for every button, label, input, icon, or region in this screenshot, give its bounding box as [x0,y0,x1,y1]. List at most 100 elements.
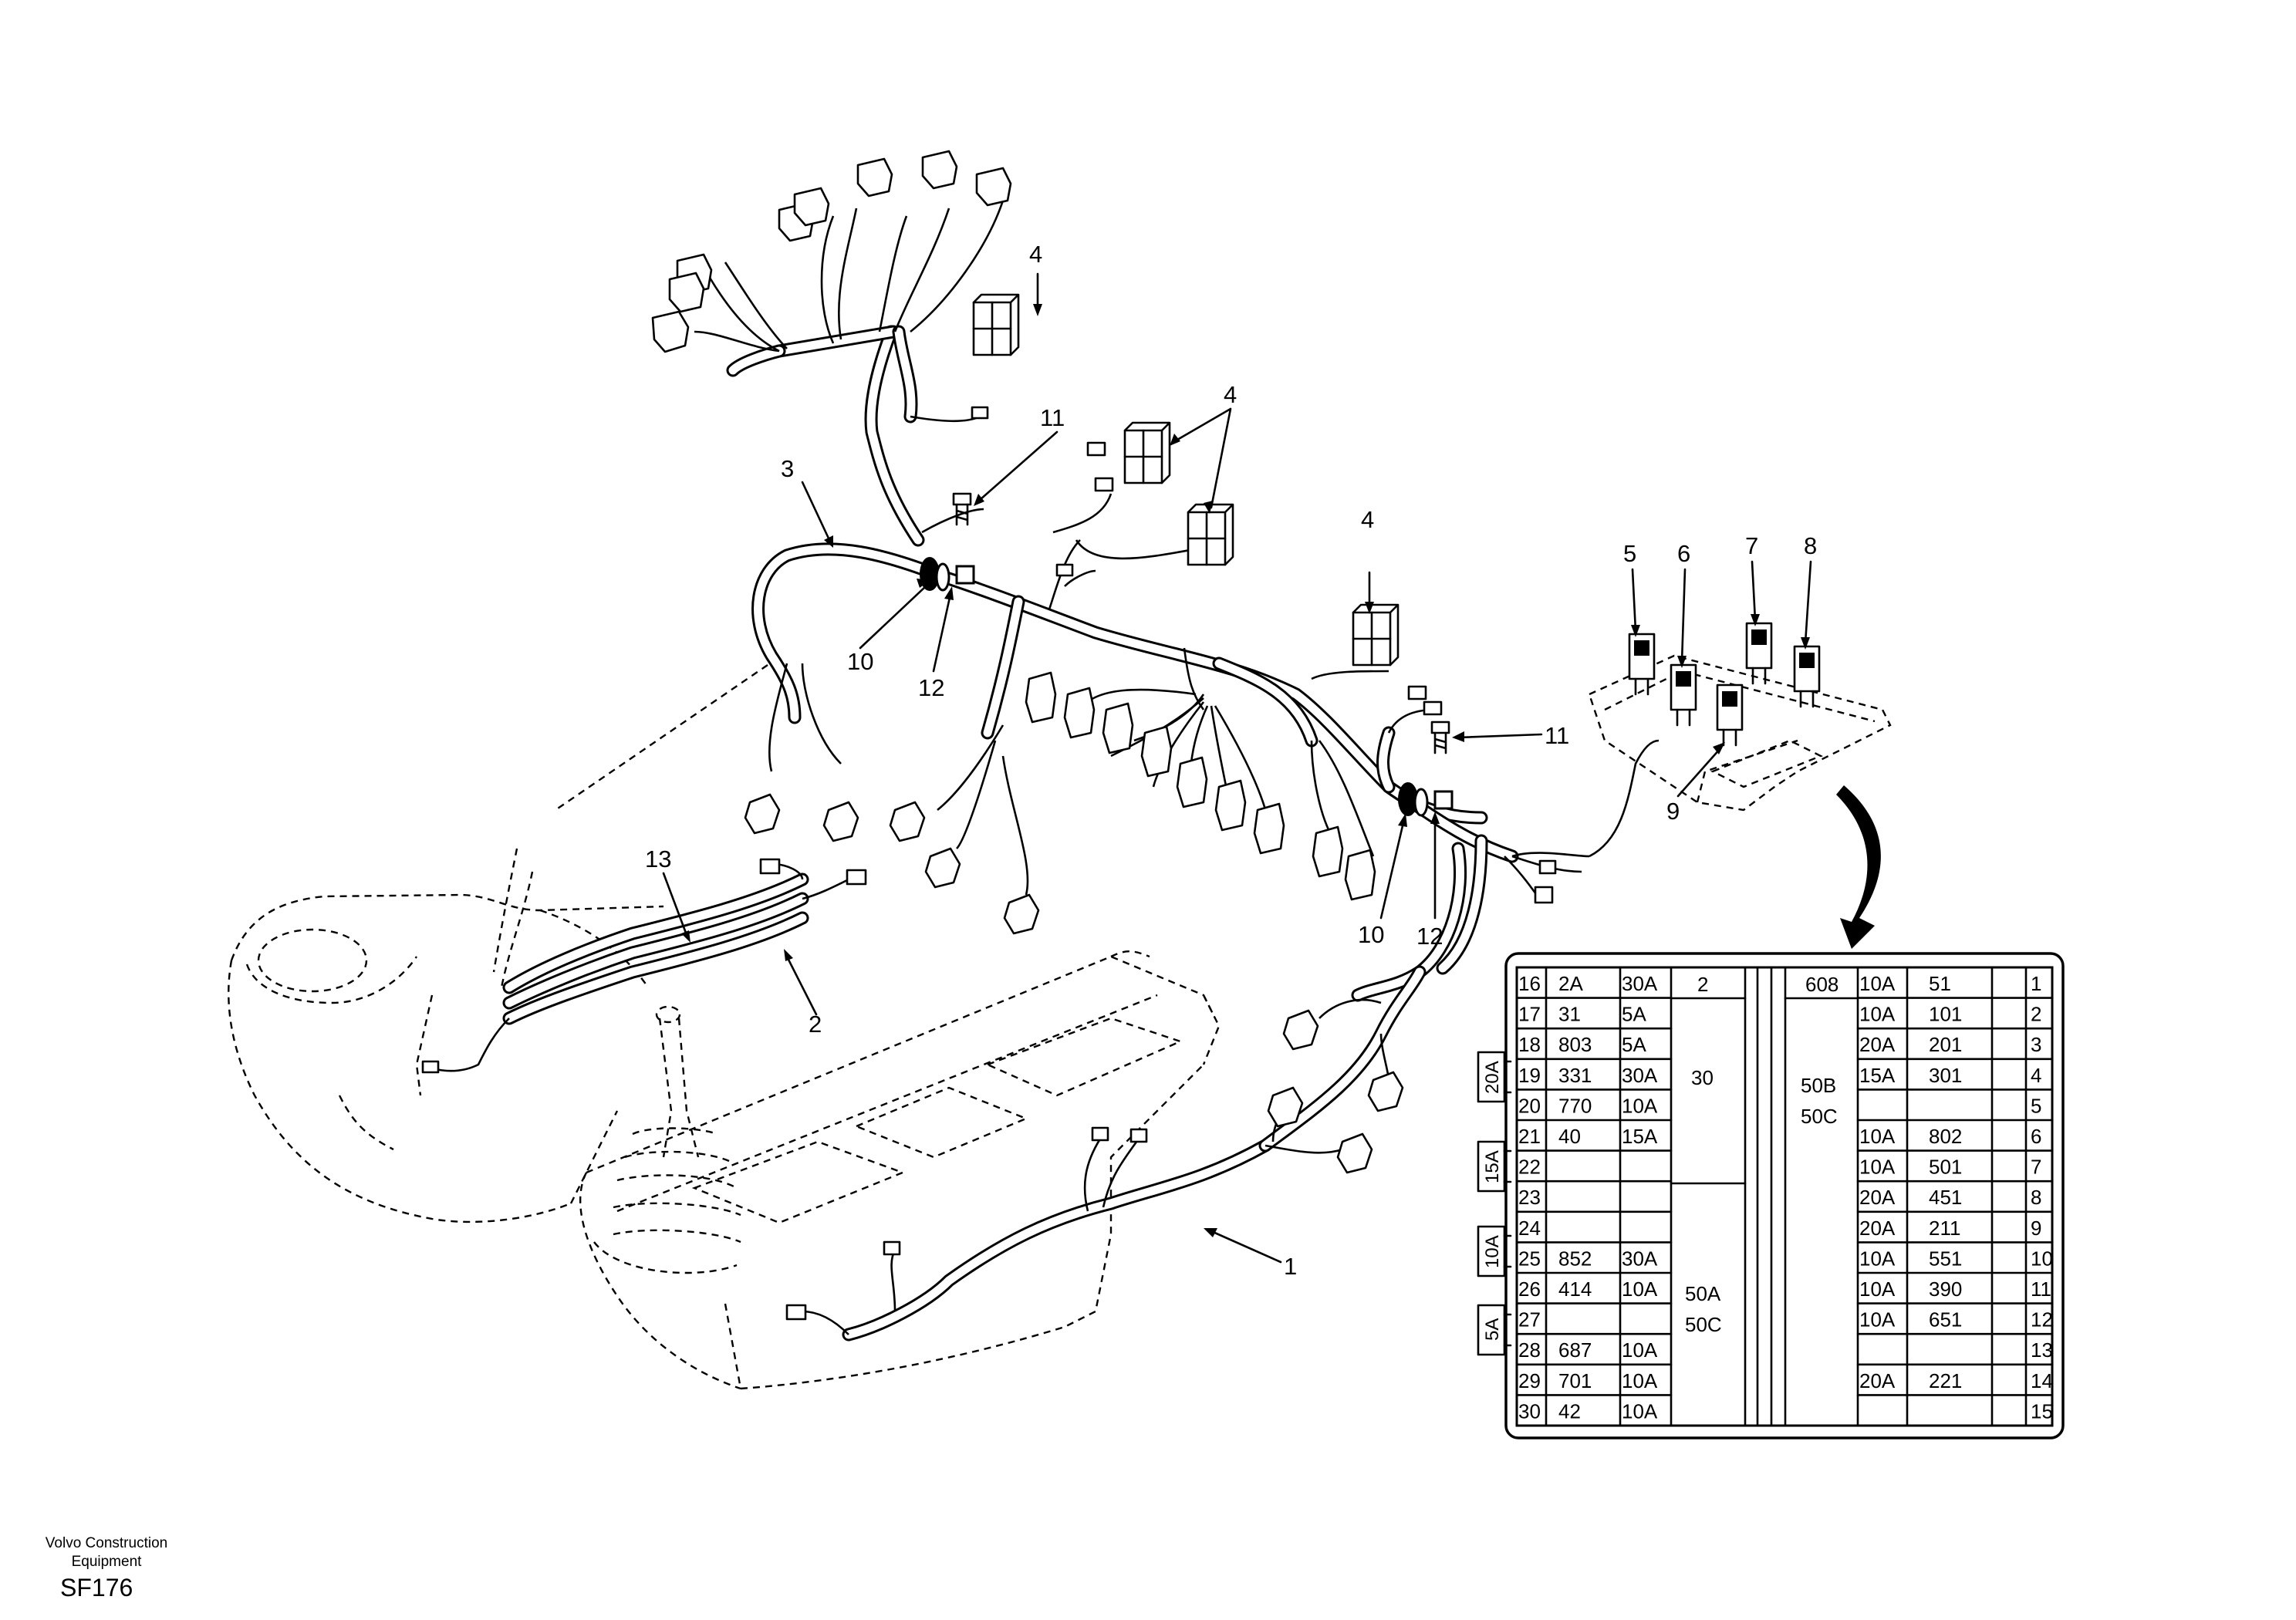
fuse-left-code: 10A [1622,1369,1658,1392]
fuse-right-no: 15 [2031,1399,2053,1423]
company-logo: Volvo Construction Equipment [14,1534,199,1571]
fuse-left-no: 26 [1518,1277,1541,1301]
fuse-left-no: 22 [1518,1156,1541,1179]
fuse-right-amp: 10A [1859,1156,1896,1179]
company-name-line2: Equipment [71,1554,142,1570]
fuse-right-amp: 10A [1859,1125,1896,1148]
joystick [593,1005,741,1274]
fuse-left-no: 30 [1518,1399,1541,1423]
fuse-left-amp: 40 [1558,1125,1581,1148]
fuse-left-code: 15A [1622,1125,1658,1148]
spare-fuse-1: 20A [1482,1061,1503,1094]
callout-8: 8 [1804,532,1817,559]
fuse-left-code: 5A [1622,1003,1646,1026]
fuse-left-no: 29 [1518,1369,1541,1392]
relay-mid-2 [1187,503,1234,566]
fuse-right-no: 7 [2031,1156,2041,1179]
fuse-right-no: 2 [2031,1003,2041,1026]
fuse-left-no: 19 [1518,1064,1541,1087]
fuse-center-top: 2 [1697,973,1708,996]
relay-right [1352,603,1400,667]
fuse-left-code: 30A [1622,1247,1658,1270]
fuse-left-code: 30A [1622,1064,1658,1087]
fuse-table-center: 2 30 50A 50C 608 50B 50C [1670,966,1859,1427]
fuse-right-code: 51 [1929,972,1951,995]
callout-12-lower: 12 [1416,923,1443,950]
fuse-left-code: 30A [1622,972,1658,995]
fuse-left-code: 10A [1622,1338,1658,1362]
callout-2: 2 [809,1011,822,1038]
fuse-left-no: 23 [1518,1186,1541,1209]
fuse-right-amp: 10A [1859,1277,1896,1301]
fuse-box-outline [1588,654,1892,812]
fuse-right-amp: 20A [1859,1186,1896,1209]
callout-7: 7 [1745,532,1758,559]
fuse-box-arrow-icon [1836,785,1881,949]
console-outline-right [579,950,1221,1390]
fuse-left-amp: 803 [1558,1033,1592,1056]
spare-fuse-4: 5A [1482,1318,1503,1341]
fuse-left-amp: 42 [1558,1399,1581,1423]
callout-10-upper: 10 [847,648,873,675]
callout-4-mid: 4 [1224,381,1237,408]
fuses-5-9 [1628,622,1821,747]
fuse-right-block-label-1: 50B [1801,1074,1836,1097]
fuse-right-no: 6 [2031,1125,2041,1148]
fuse-center-lower-1: 50A [1685,1282,1721,1305]
fuse-right-no: 14 [2031,1369,2053,1392]
spare-fuses: 20A 15A 10A 5A [1477,1051,1512,1356]
fuse-left-amp: 701 [1558,1369,1592,1392]
fuse-left-no: 28 [1518,1338,1541,1362]
fuse-left-code: 10A [1622,1399,1658,1423]
callout-4-top: 4 [1029,241,1042,268]
fuse-right-block-label-2: 50C [1801,1105,1838,1128]
arrowheads [681,304,1810,1237]
callout-5: 5 [1623,540,1636,567]
fuse-right-no: 10 [2031,1247,2053,1270]
bolt-upper [952,492,972,526]
fuse-left-code: 10A [1622,1277,1658,1301]
fuse-left-no: 16 [1518,972,1541,995]
fuse-right-code: 211 [1929,1217,1960,1240]
fuse-left-amp: 414 [1558,1277,1592,1301]
fuse-left-code: 10A [1622,1094,1658,1117]
fuse-right-amp: 20A [1859,1369,1896,1392]
upper-bundle-wires [694,200,1660,903]
upper-connectors [651,150,1012,353]
fuse-left-no: 20 [1518,1094,1541,1117]
console-outline-left [228,664,768,1223]
fuse-right-code: 551 [1929,1247,1962,1270]
fuse-8 [1793,645,1821,708]
fuse-center-upper: 30 [1691,1066,1714,1089]
fuse-left-no: 25 [1518,1247,1541,1270]
fuse-right-no: 4 [2031,1064,2041,1087]
fuse-right-code: 651 [1929,1308,1962,1331]
fuse-9 [1716,683,1744,747]
fuse-left-amp: 770 [1558,1094,1592,1117]
fuse-right-amp: 10A [1859,1003,1896,1026]
callout-3: 3 [781,455,794,482]
fuse-left-no: 27 [1518,1308,1541,1331]
spare-fuse-2: 15A [1482,1150,1503,1183]
fuse-right-code: 101 [1929,1003,1962,1026]
fuse-left-amp: 687 [1558,1338,1592,1362]
fuse-left-no: 24 [1518,1217,1541,1240]
fuse-right-code: 301 [1929,1064,1962,1087]
callout-numbers: 1 2 3 4 4 4 5 6 7 8 9 10 10 11 11 12 12 … [645,241,1817,1280]
fuse-left-no: 18 [1518,1033,1541,1056]
fuse-right-no: 11 [2031,1277,2051,1301]
fuse-right-code: 501 [1929,1156,1962,1179]
fuse-right-block-top: 608 [1805,973,1838,996]
callout-1: 1 [1284,1253,1297,1280]
spare-fuse-3: 10A [1482,1235,1503,1268]
fuse-right-no: 9 [2031,1217,2041,1240]
fuse-5 [1628,633,1656,696]
fuse-7 [1745,622,1773,685]
fuse-right-code: 451 [1929,1186,1962,1209]
company-name-line1: Volvo Construction [45,1535,168,1551]
fuse-right-code: 802 [1929,1125,1962,1148]
clamp-lower [1398,782,1454,817]
callout-13: 13 [645,845,671,872]
